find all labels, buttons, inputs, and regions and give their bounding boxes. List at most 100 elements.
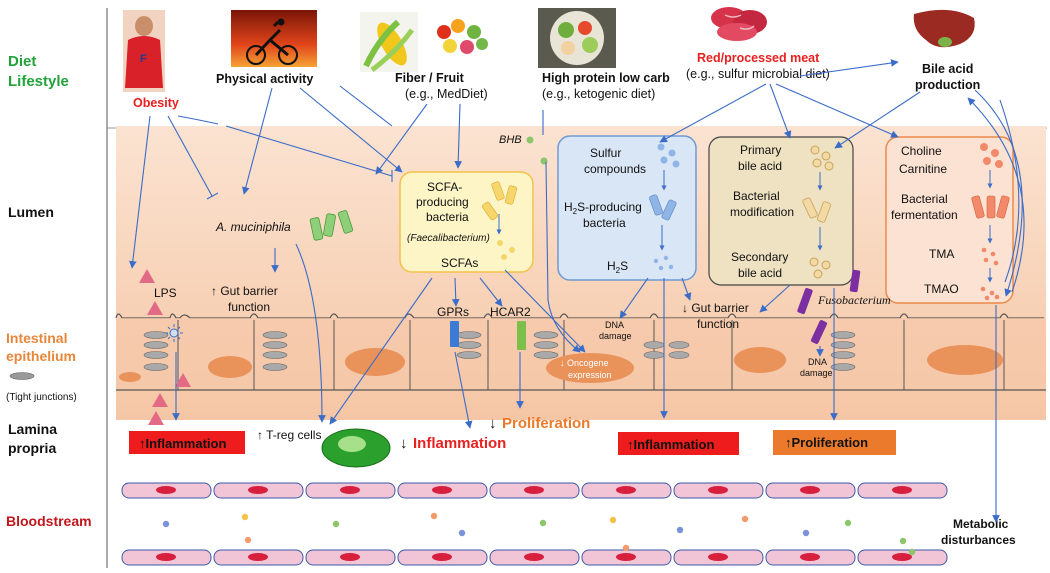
akkermansia-bacterium [309, 217, 324, 241]
inflammation-up-box-1 [129, 431, 245, 454]
gprs-label: GPRs [437, 305, 469, 319]
dna-damage-label: DNA [605, 320, 624, 330]
modification-label: modification [730, 205, 794, 219]
proliferation-down-arrow: ↓ [489, 415, 497, 432]
scfa-particle [509, 247, 515, 253]
secondary-label: Secondary [731, 250, 788, 264]
h2s-producing-label: H2S-producing [564, 200, 642, 216]
bile-particle [810, 145, 820, 155]
dna-damage-2-label: DNA [808, 357, 827, 367]
akkermansia-label: A. muciniphila [215, 220, 291, 234]
oncogene-label: expression [568, 370, 612, 380]
tmao-particle [989, 290, 995, 296]
gut-barrier-up-label: ↑ Gut barrier [211, 284, 278, 298]
proliferation-up-label: ↑Proliferation [785, 435, 868, 450]
compounds-label: compounds [584, 162, 646, 176]
sulfur-bacterium [661, 199, 677, 221]
bacterial-label: Bacterial [733, 189, 780, 203]
bhb-dot [526, 136, 534, 144]
t-reg-cell-nucleus [338, 436, 366, 452]
fusobacterium-icon [797, 287, 813, 315]
tma-particle [981, 247, 987, 253]
bile-particle [813, 269, 823, 279]
bile-acid-label: Bile acid [922, 62, 973, 76]
h2s-particle [653, 258, 659, 264]
inflammation-down-arrow: ↓ [400, 435, 408, 452]
faecalibacterium-label: (Faecalibacterium) [407, 233, 490, 244]
h2s-label: H2S [607, 259, 628, 275]
sulfur-label: Sulfur [590, 146, 621, 160]
row-label-lumen: Lumen [8, 204, 54, 220]
tma-particle [983, 257, 989, 263]
choline-particle [991, 149, 999, 157]
blood-metabolite-particles [162, 512, 916, 556]
sulfur-particle [660, 156, 668, 164]
salad-bowl-icon [538, 8, 616, 68]
sulfur-particle [672, 160, 680, 168]
choline-label: Choline [901, 144, 942, 158]
liver-icon [913, 9, 975, 48]
gut-barrier-down-function: function [697, 317, 739, 331]
lps-triangle [139, 269, 155, 283]
row-label-lamina: Lamina [8, 421, 57, 437]
choline-bacterium [971, 195, 985, 219]
fusobacterium-label: Fusobacterium [817, 293, 891, 307]
immune-receptor-icon [165, 324, 183, 342]
bile-acid-box [708, 136, 854, 286]
bile-particle [821, 151, 831, 161]
gut-barrier-up-function: function [228, 300, 270, 314]
bile-acid-text: bile acid [738, 266, 782, 280]
obese-person-icon: F [123, 10, 165, 92]
akkermansia-bacterium [323, 213, 336, 237]
gut-barrier-down-label: ↓ Gut barrier [682, 301, 749, 315]
scfa-bacterium [482, 201, 498, 221]
fiber-fruit-label: Fiber / Fruit [395, 71, 465, 85]
h2s-particle [663, 255, 669, 261]
lps-triangle [152, 393, 168, 407]
hcar2-label: HCAR2 [490, 305, 531, 319]
bhb-label: BHB [499, 134, 522, 146]
scfa-particle [497, 240, 503, 246]
svg-text:F: F [140, 53, 147, 65]
choline-particle [995, 160, 1003, 168]
akkermansia-bacterium [337, 210, 354, 234]
treg-label: ↑ T-reg cells [257, 428, 321, 442]
sulfur-diet-label: (e.g., sulfur microbial diet) [686, 67, 830, 81]
disturbances-label: disturbances [941, 533, 1016, 547]
row-label-intestinal: Intestinal [6, 330, 67, 346]
tma-particle [993, 260, 999, 266]
sulfur-particle [668, 149, 676, 157]
medDiet-label: (e.g., MedDiet) [405, 87, 488, 101]
scfa-bacterium [491, 181, 505, 201]
tight-junction-legend-icon [9, 372, 35, 380]
fruit-bowl-icon [423, 16, 497, 68]
fusobacterium-icon [810, 320, 828, 344]
bile-production-label: production [915, 78, 980, 92]
lps-label: LPS [154, 286, 177, 300]
proliferation-down-label: Proliferation [502, 415, 590, 432]
ketogenic-label: (e.g., ketogenic diet) [542, 87, 655, 101]
tmao-particle [994, 294, 1000, 300]
row-label-diet: Diet [8, 53, 36, 70]
sulfur-bacterium [649, 194, 663, 216]
inflammation-up-box-2 [618, 432, 739, 455]
choline-bacterium [986, 195, 996, 219]
row-label-bloodstream: Bloodstream [6, 513, 92, 529]
pathway-arrows [128, 59, 1025, 523]
oncogene-label: ↓ Oncogene [560, 358, 609, 368]
inflammation-down-label: Inflammation [413, 435, 506, 452]
bile-particle [824, 161, 834, 171]
tma-particle [990, 251, 996, 257]
scfa-box-label: bacteria [426, 210, 469, 224]
blood-vessel-bottom [121, 549, 948, 566]
red-meat-label: Red/processed meat [697, 51, 820, 65]
epithelium-apical-line [115, 313, 1044, 319]
choline-particle [983, 157, 991, 165]
bile-particle [809, 257, 819, 267]
cyclist-icon [231, 10, 317, 67]
obesity-label: Obesity [133, 96, 179, 110]
tmao-label: TMAO [924, 282, 959, 296]
row-label-epithelium: epithelium [6, 348, 76, 364]
